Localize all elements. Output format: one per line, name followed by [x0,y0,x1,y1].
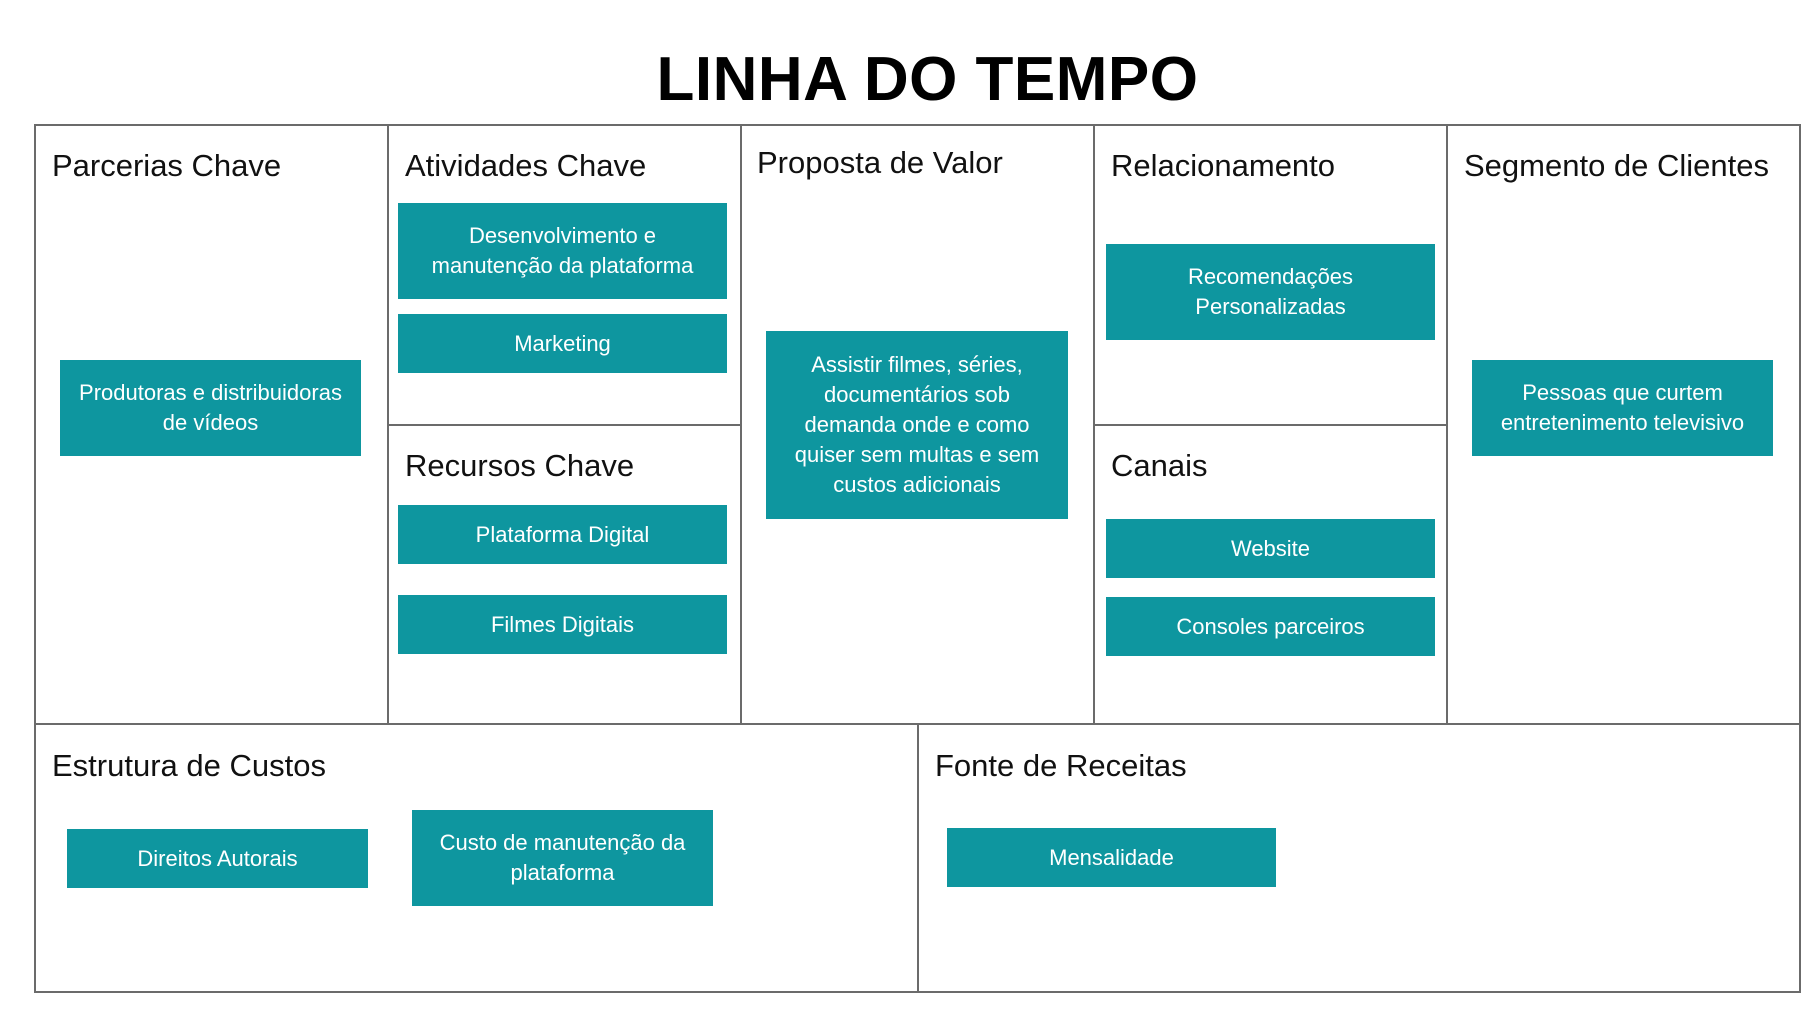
item-mensalidade: Mensalidade [947,828,1276,887]
item-produtoras-distribuidoras: Produtoras e distribuidoras de vídeos [60,360,361,456]
heading-canais: Canais [1111,448,1208,483]
heading-parcerias-chave: Parcerias Chave [52,148,282,183]
cell-recursos-chave [387,424,742,725]
page-title: LINHA DO TEMPO [656,45,1199,114]
item-custo-manutencao-plataforma: Custo de manutenção da plataforma [412,810,713,906]
heading-segmento-de-clientes: Segmento de Clientes [1464,148,1770,183]
heading-proposta-de-valor: Proposta de Valor [757,145,1003,180]
item-filmes-digitais: Filmes Digitais [398,595,727,654]
item-consoles-parceiros: Consoles parceiros [1106,597,1435,656]
item-proposta-de-valor: Assistir filmes, séries, documentários s… [766,331,1068,519]
heading-recursos-chave: Recursos Chave [405,448,635,483]
item-recomendacoes-personalizadas: Recomendações Personalizadas [1106,244,1435,340]
heading-fonte-de-receitas: Fonte de Receitas [935,748,1187,783]
heading-estrutura-de-custos: Estrutura de Custos [52,748,326,783]
item-desenvolvimento-manutencao: Desenvolvimento e manutenção da platafor… [398,203,727,299]
item-plataforma-digital: Plataforma Digital [398,505,727,564]
item-marketing: Marketing [398,314,727,373]
item-direitos-autorais: Direitos Autorais [67,829,368,888]
heading-relacionamento: Relacionamento [1111,148,1336,183]
item-pessoas-entretenimento: Pessoas que curtem entretenimento televi… [1472,360,1773,456]
heading-atividades-chave: Atividades Chave [405,148,647,183]
item-website: Website [1106,519,1435,578]
